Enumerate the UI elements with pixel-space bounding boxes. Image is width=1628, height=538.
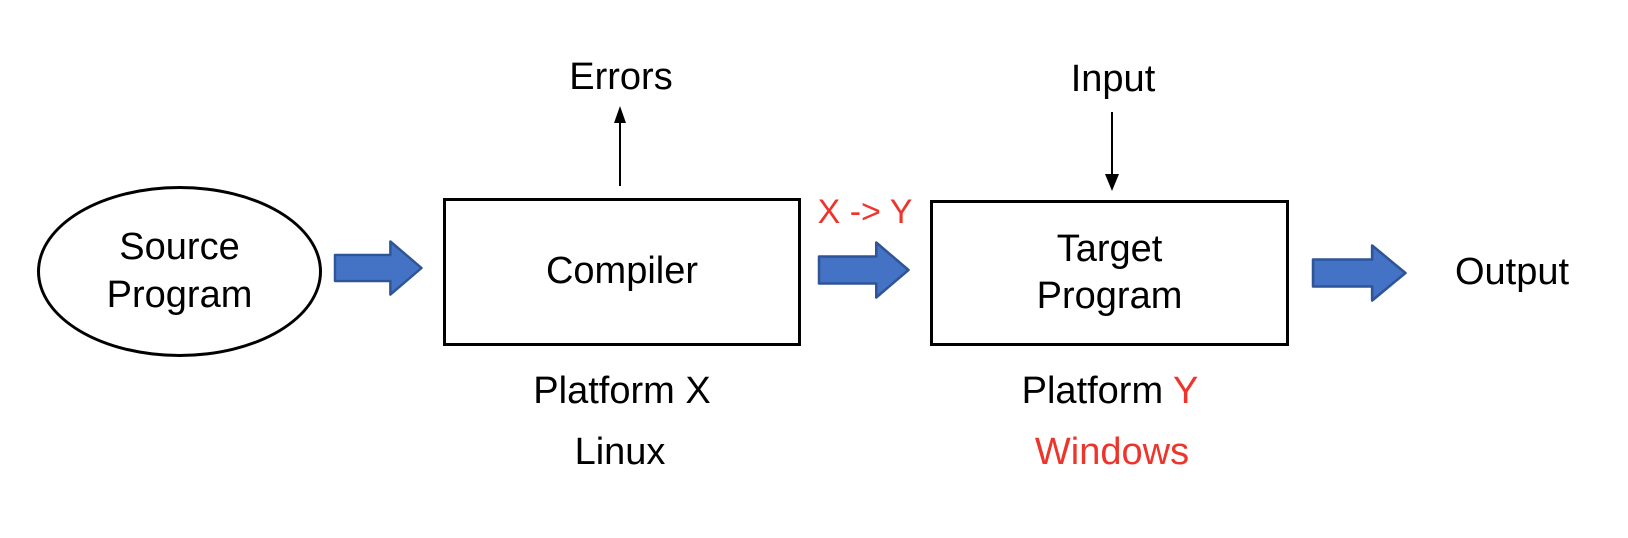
input-label: Input <box>1070 58 1156 100</box>
target-program-label-line2: Program <box>1036 275 1183 317</box>
flow-arrow-target-to-output-icon <box>1311 244 1407 302</box>
compiler-platform-label: Platform X <box>533 370 711 412</box>
target-platform-letter: Y <box>1173 370 1199 412</box>
input-arrow-icon <box>1105 112 1119 191</box>
target-program-label-line1: Target <box>1056 227 1163 270</box>
source-program-label-line2: Program <box>106 273 253 316</box>
flow-arrow-compiler-to-target-icon <box>817 241 910 299</box>
source-program-node: Source Program <box>37 186 322 357</box>
errors-arrow-icon <box>614 106 626 186</box>
flow-arrow-source-to-compiler-icon <box>333 240 423 296</box>
errors-label: Errors <box>569 56 673 98</box>
compiler-os-label: Linux <box>574 431 666 473</box>
target-program-node: Target Program <box>930 200 1289 346</box>
transform-x-to-y-label: X -> Y <box>817 193 913 231</box>
target-platform-label: Platform Y <box>1022 372 1199 410</box>
target-platform-prefix: Platform <box>1021 370 1173 412</box>
compiler-node: Compiler <box>443 198 801 346</box>
target-os-label: Windows <box>1034 431 1190 473</box>
target-program-label: Target Program <box>1037 226 1183 320</box>
output-label: Output <box>1454 251 1570 293</box>
source-program-label-line1: Source <box>119 226 240 269</box>
compiler-label: Compiler <box>545 250 699 293</box>
source-program-label: Source Program <box>107 224 253 318</box>
